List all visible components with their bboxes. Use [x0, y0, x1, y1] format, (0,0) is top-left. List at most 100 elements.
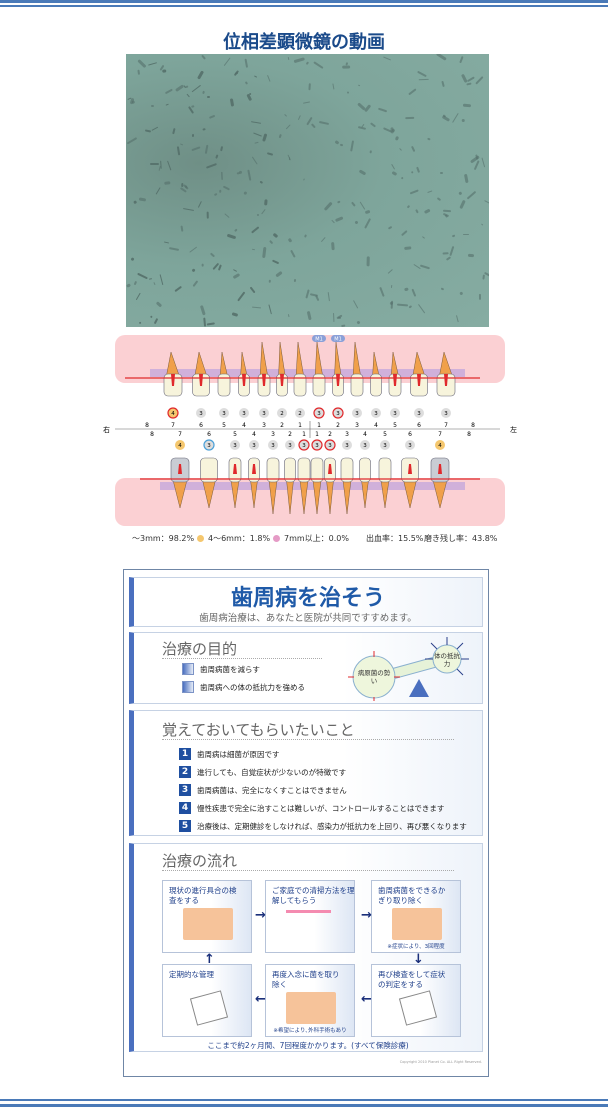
lower-tooth-number: 6 — [408, 431, 412, 438]
lower-pocket-circle — [230, 440, 240, 450]
mid-dot-icon — [197, 535, 204, 542]
remember-item-text: 歯周病は細菌が原因です — [197, 749, 280, 759]
lower-pocket-circle — [249, 440, 259, 450]
mobility-badge — [312, 335, 326, 342]
upper-pocket-value: 3 — [222, 411, 226, 417]
upper-pocket-circle — [295, 408, 305, 418]
lower-pocket-circle — [203, 439, 215, 451]
flow-arrow-icon: ← — [361, 992, 372, 1007]
lower-pocket-circle — [360, 440, 370, 450]
copyright: Copyright 2010 Planet Co. ALL Right Rese… — [399, 1060, 482, 1064]
flow-step-note: ※症状により、3回程度 — [387, 944, 445, 950]
lower-pocket-circle — [380, 440, 390, 450]
remember-item: 1 歯周病は細菌が原因です — [179, 748, 280, 760]
lower-tooth-number: 3 — [345, 431, 349, 438]
flow-section: 治療の流れ 現状の進行具合の検査をする ご家庭での清掃方法を理解してもらう 歯周… — [129, 843, 483, 1052]
flow-arrow-icon: → — [255, 908, 266, 923]
square-bullet-icon — [182, 663, 194, 675]
step-illustration — [183, 990, 233, 1026]
lower-pocket-value: 3 — [363, 443, 367, 449]
upper-pocket-value: 3 — [393, 411, 397, 417]
upper-pocket-circle — [167, 407, 179, 419]
number-badge: 5 — [179, 820, 191, 832]
bleeding-mark — [438, 464, 442, 474]
legend-mid-text: 4～6mm：1.8% — [208, 534, 271, 543]
poster-title: 歯周病を治そう — [230, 586, 385, 611]
bleeding-mark — [252, 464, 256, 474]
upper-tooth-number: 6 — [199, 422, 203, 429]
upper-tooth-number: 5 — [393, 422, 397, 429]
lower-pocket-band — [160, 482, 465, 490]
number-badge: 1 — [179, 748, 191, 760]
lower-tooth-crown — [340, 457, 354, 483]
flow-arrow-icon: ← — [255, 992, 266, 1007]
upper-pocket-circle — [196, 408, 206, 418]
remember-item: 2 進行しても、自覚症状が少ないのが特徴です — [179, 766, 346, 778]
flow-arrow-icon: ↓ — [413, 952, 424, 967]
number-badge: 2 — [179, 766, 191, 778]
lower-pocket-value: 3 — [252, 443, 256, 449]
resistance-label: 体の抵抗力 — [434, 652, 460, 668]
upper-pocket-circle — [259, 408, 269, 418]
upper-pocket-circle — [332, 407, 344, 419]
bleeding-mark — [280, 374, 284, 386]
upper-pocket-value: 3 — [262, 411, 266, 417]
lower-pocket-circle — [435, 440, 445, 450]
upper-tooth-crown — [312, 373, 326, 397]
lower-pocket-circle — [311, 439, 323, 451]
remember-item: 4 慢性疾患で完全に治すことは難しいが、コントロールすることはできます — [179, 802, 444, 814]
flow-step-title: 定期的な管理 — [169, 970, 214, 979]
legend-plaque: 磨き残し率：43.8% — [424, 534, 498, 543]
flow-step: ご家庭での清掃方法を理解してもらう — [265, 880, 355, 953]
bleeding-mark — [262, 374, 266, 386]
upper-pocket-circle — [414, 408, 424, 418]
flow-step-title: 再び検査をして症状の判定をする — [378, 970, 446, 989]
lower-pocket-circle — [324, 439, 336, 451]
flow-step-title: 歯周病菌をできるかぎり取り除く — [378, 886, 446, 905]
lower-tooth-number: 1 — [302, 431, 306, 438]
upper-tooth-number: 2 — [336, 422, 340, 429]
legend-shallow: ～3mm：98.2% — [132, 534, 195, 543]
remember-item-text: 慢性疾患で完全に治すことは難しいが、コントロールすることはできます — [197, 803, 445, 813]
lower-tooth-number: 5 — [383, 431, 387, 438]
bleeding-mark — [393, 374, 397, 386]
upper-pocket-value: 3 — [374, 411, 378, 417]
mobility-badge-text: M1 — [334, 337, 342, 343]
poster-header: 歯周病を治そう 歯周病治療は、あなたと医院が共同ですすめます。 — [129, 577, 483, 627]
lower-pocket-value: 4 — [178, 443, 182, 449]
lower-pocket-value: 3 — [315, 443, 319, 449]
upper-tooth-number: 8 — [145, 422, 149, 429]
remember-heading: 覚えておいてもらいたいこと — [162, 721, 355, 739]
number-badge: 4 — [179, 802, 191, 814]
upper-pocket-circle — [219, 408, 229, 418]
upper-tooth-number: 2 — [280, 422, 284, 429]
mobility-badge — [331, 335, 345, 342]
purpose-item: 歯周病菌を減らす — [182, 663, 260, 675]
lower-tooth-crown — [359, 457, 371, 483]
upper-pocket-value: 3 — [317, 411, 321, 417]
upper-pocket-value: 3 — [355, 411, 359, 417]
flow-arrow-icon: ↑ — [204, 952, 215, 967]
upper-tooth-number: 3 — [262, 422, 266, 429]
lower-pocket-value: 3 — [328, 443, 332, 449]
lower-pocket-value: 3 — [288, 443, 292, 449]
lower-pocket-value: 3 — [207, 443, 211, 449]
microscope-video[interactable] — [126, 54, 489, 327]
top-rule — [0, 0, 608, 3]
lower-tooth-crown — [200, 457, 218, 483]
lower-pocket-value: 3 — [271, 443, 275, 449]
lower-pocket-circle — [268, 440, 278, 450]
lower-tooth-number: 7 — [178, 431, 182, 438]
lower-tooth-crown — [310, 457, 324, 483]
lower-pocket-value: 3 — [233, 443, 237, 449]
upper-pocket-circle — [371, 408, 381, 418]
purpose-item-text: 歯周病への体の抵抗力を強める — [200, 682, 305, 692]
lower-tooth-crown — [378, 457, 392, 483]
lower-pocket-value: 4 — [438, 443, 442, 449]
bleeding-mark — [417, 374, 421, 386]
remember-item-text: 進行しても、自覚症状が少ないのが特徴です — [197, 767, 347, 777]
page-title: 位相差顕微鏡の動画 — [223, 32, 385, 53]
